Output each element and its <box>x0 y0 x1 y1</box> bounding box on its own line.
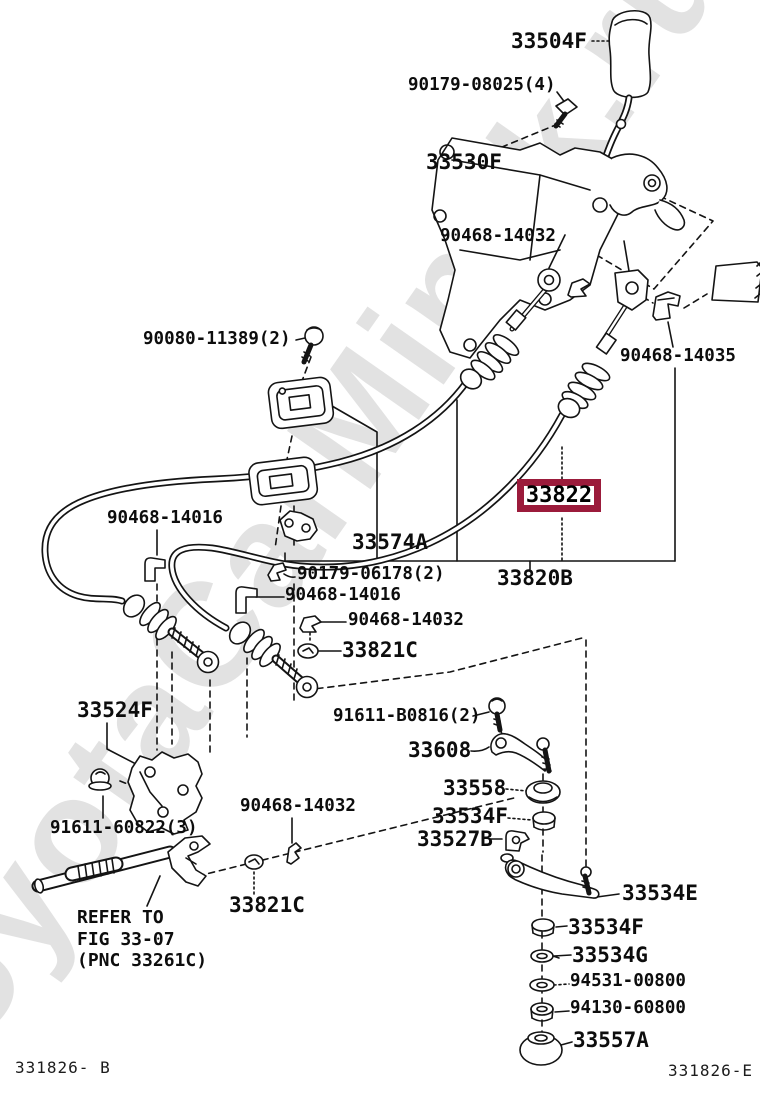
label-33820b: 33820B <box>497 566 573 590</box>
washer-33534g <box>530 949 560 963</box>
label-94531-00800: 94531-00800 <box>570 971 686 991</box>
label-33504f: 33504F <box>511 29 587 53</box>
nut-33534f-arm <box>531 918 555 937</box>
label-90468-14032-bottom: 90468-14032 <box>240 796 356 816</box>
grommet-retainer-bracket <box>279 510 318 542</box>
cable-clamp-mid <box>235 586 258 614</box>
label-90468-14035: 90468-14035 <box>620 346 736 366</box>
label-33574a: 33574A <box>352 530 428 554</box>
nut-33534f-upper <box>532 811 556 831</box>
clip-mid-90468 <box>299 615 322 633</box>
shift-cable <box>41 268 561 674</box>
label-33557a: 33557A <box>573 1028 649 1052</box>
nut-94130 <box>530 1002 554 1022</box>
highlighted-part-number: 33822 <box>525 483 593 508</box>
cable-clip-top <box>567 278 591 298</box>
figure-code-left: 331826- B <box>15 1058 111 1077</box>
label-90080-11389: 90080-11389(2) <box>143 329 291 349</box>
label-33527b: 33527B <box>417 827 493 851</box>
bolt-grommet-plate <box>301 326 324 365</box>
leader-lines <box>102 40 676 1046</box>
label-90468-14032-mid: 90468-14032 <box>348 610 464 630</box>
lower-grommet-plate <box>248 456 319 506</box>
label-91611-60822: 91611-60822(3) <box>50 818 198 838</box>
washer-94531 <box>529 978 555 992</box>
label-90468-14016-left: 90468-14016 <box>107 508 223 528</box>
label-94130-60800: 94130-60800 <box>570 998 686 1018</box>
label-33530f: 33530F <box>426 150 502 174</box>
reference-note: REFER TO FIG 33-07 (PNC 33261C) <box>77 907 207 972</box>
reference-note-line1: REFER TO <box>77 907 164 928</box>
label-91611-b0816: 91611-B0816(2) <box>333 706 481 726</box>
reference-note-line2: FIG 33-07 <box>77 928 175 950</box>
bolt-lever-bracket <box>553 98 578 129</box>
reference-note-line3: (PNC 33261C) <box>77 950 208 971</box>
label-90468-14016-mid: 90468-14016 <box>285 585 401 605</box>
cable-clamp-left <box>144 557 166 582</box>
clamp-33527b <box>505 830 530 852</box>
washer-bottom-33821c <box>244 854 264 870</box>
shift-control-rod <box>31 835 211 894</box>
select-cable-clip <box>652 291 681 321</box>
bolt-91611-b0816 <box>488 697 506 733</box>
label-90179-06178: 90179-06178(2) <box>297 564 445 584</box>
label-33534f-arm: 33534F <box>568 915 644 939</box>
select-cable <box>168 269 649 699</box>
clip-bottom-90468 <box>286 842 302 865</box>
label-90468-14032-top: 90468-14032 <box>440 226 556 246</box>
label-33821c-mid: 33821C <box>342 638 418 662</box>
label-33534f-upper: 33534F <box>432 804 508 828</box>
shift-knob <box>608 10 652 99</box>
swivel-arm-33534e <box>500 853 600 899</box>
label-33608: 33608 <box>408 738 472 762</box>
label-90179-08025: 90179-08025(4) <box>408 75 556 95</box>
grommet-33557a <box>519 1031 563 1066</box>
upper-grommet-plate <box>267 376 335 430</box>
clip-90179 <box>267 562 287 582</box>
label-33534e: 33534E <box>622 881 698 905</box>
bolt-91611-60822 <box>88 768 112 791</box>
label-33821c-bottom: 33821C <box>229 893 305 917</box>
bushing-33558 <box>525 780 561 804</box>
shift-lever-33608 <box>490 732 552 774</box>
washer-mid-33821c <box>297 643 319 659</box>
figure-code-right: 331826-E <box>668 1061 754 1080</box>
support-bracket-33524f <box>127 751 203 835</box>
highlighted-part-33822[interactable]: 33822 <box>517 479 601 512</box>
label-33524f: 33524F <box>77 698 153 722</box>
retainer-plate <box>711 261 760 303</box>
label-33534g: 33534G <box>572 943 648 967</box>
label-33558: 33558 <box>443 776 507 800</box>
